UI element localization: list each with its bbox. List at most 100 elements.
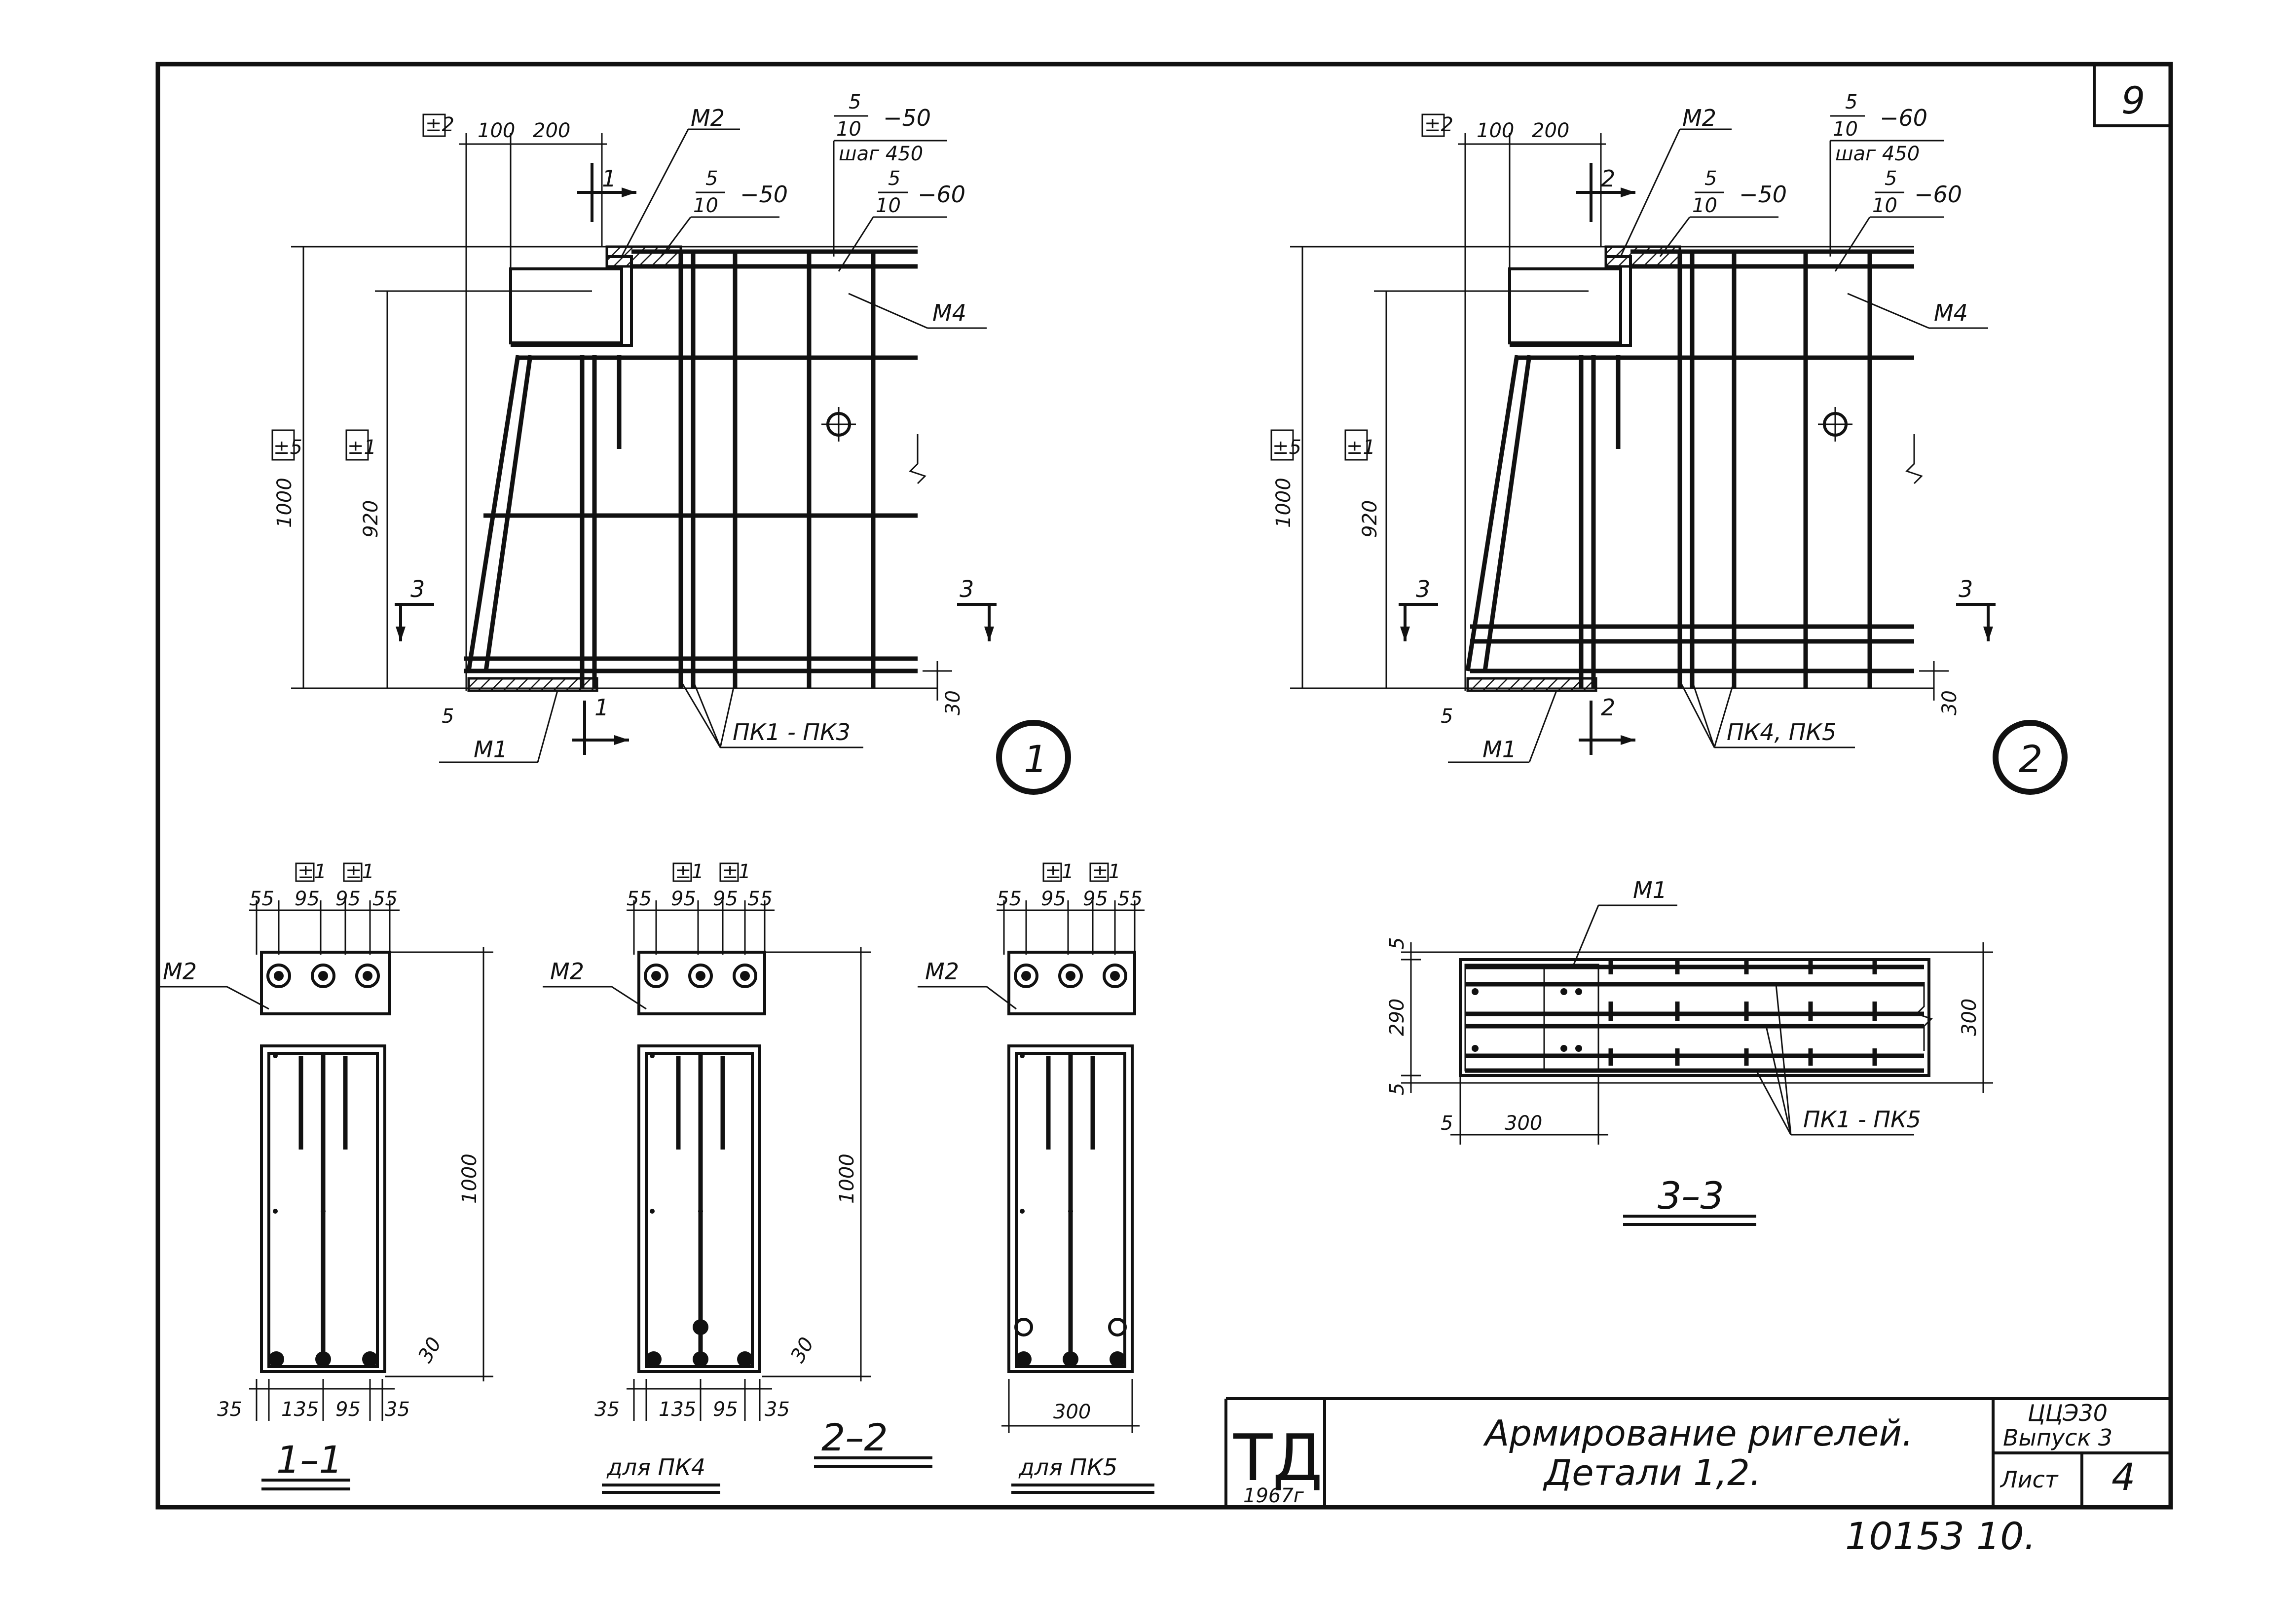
detail2-section-b-left: 3 (1416, 576, 1430, 602)
sec11-top-dim-1: 55 (249, 888, 274, 910)
detail1-label-m1: M1 (474, 736, 508, 763)
detail1-frames-label: ПК1 - ПК3 (733, 719, 851, 745)
sec33-frames-label: ПК1 - ПК5 (1803, 1106, 1921, 1133)
detail2-weld3-step: шаг 450 (1835, 143, 1920, 165)
detail1-mark-top: ±2 (425, 113, 454, 136)
detail1-weld1-num: 5 (705, 167, 718, 190)
sec33-dim-5a: 5 (1386, 937, 1408, 950)
sec22a-top-dim-4: 55 (747, 888, 773, 910)
titleblock-year: 1967г (1243, 1485, 1304, 1507)
sec33-dim-5b: 5 (1386, 1083, 1408, 1095)
detail2-label-m4: M4 (1934, 299, 1968, 326)
detail1-weld2-len: −60 (918, 181, 965, 208)
sec22a-dim-30: 30 (786, 1334, 818, 1367)
sec33-dim-290: 290 (1386, 999, 1408, 1036)
detail1-dim-100: 100 (478, 119, 515, 142)
sec22b-mark-a: ±1 (1045, 860, 1074, 883)
sec22a-bottom-dim-1: 35 (594, 1398, 620, 1421)
detail2-mark-top: ±2 (1424, 113, 1453, 136)
sec11-dim-30: 30 (414, 1334, 446, 1367)
titleblock-series: ЦЦЭ30 (2028, 1400, 2108, 1426)
section-2-2-pk5: ±1 ±1 55 95 95 55 M2 (918, 860, 1154, 1494)
detail2-dim-200: 200 (1532, 119, 1569, 142)
detail1-label-m2: M2 (691, 105, 725, 131)
sec11-top-dim-2: 95 (295, 888, 320, 910)
detail2-dim-920: 920 (1359, 500, 1381, 538)
detail2-label-m2: M2 (1682, 105, 1716, 131)
detail1-label-m4: M4 (932, 299, 966, 326)
detail1-dim-200: 200 (533, 119, 570, 142)
detail1-dim-920: 920 (360, 500, 382, 538)
sec22b-caption: для ПК5 (1018, 1454, 1117, 1481)
detail2-dim-30: 30 (1938, 690, 1961, 715)
sec22a-top-dim-1: 55 (627, 888, 652, 910)
detail1-section-b-left: 3 (410, 576, 425, 602)
detail2-dim-5: 5 (1441, 705, 1453, 728)
sec11-height: 1000 (458, 1153, 481, 1204)
sec22a-bottom-dim-4: 35 (765, 1398, 790, 1421)
sec11-top-dim-4: 55 (372, 888, 398, 910)
titleblock-sheet-label: Лист (2000, 1466, 2059, 1493)
detail1-weld1-len: −50 (740, 181, 788, 208)
titleblock-issue: Выпуск 3 (2003, 1424, 2112, 1451)
detail2-section-b-right: 3 (1959, 576, 1973, 602)
sec22b-width: 300 (1053, 1401, 1091, 1423)
detail-1: ±2 100 200 M2 1 5 10 −50 5 10 −50 шаг 45… (271, 91, 1071, 795)
sec22a-mark-b: ±1 (722, 860, 751, 883)
sec22b-top-dim-2: 95 (1041, 888, 1066, 910)
detail1-weld3-den: 10 (836, 118, 861, 141)
title-block: ТД 1967г Армирование ригелей. Детали 1,2… (1224, 1397, 2171, 1507)
detail1-dim-1000: 1000 (273, 478, 296, 528)
sec22a-top-dim-2: 95 (671, 888, 696, 910)
sec22b-mark-b: ±1 (1092, 860, 1121, 883)
section-2-2-caption: 2–2 (814, 1415, 932, 1468)
footer-number: 10153 10. (1845, 1514, 2036, 1558)
detail2-weld1-den: 10 (1692, 194, 1717, 217)
detail1-mark-height: ±5 (273, 436, 302, 459)
sec11-bottom-dim-2: 135 (281, 1398, 319, 1421)
section-1-1: ±1 ±1 55 95 95 55 M2 1000 (158, 860, 493, 1490)
sec11-top-dim-3: 95 (335, 888, 361, 910)
detail2-section-a-bottom: 2 (1601, 694, 1615, 721)
sec11-bottom-dim-3: 95 (335, 1398, 361, 1421)
sec33-caption: 3–3 (1658, 1174, 1724, 1218)
sec11-bottom-dim-4: 35 (385, 1398, 410, 1421)
sec22a-mark-a: ±1 (675, 860, 704, 883)
titleblock-title-line1: Армирование ригелей. (1483, 1412, 1913, 1454)
sec22a-bottom-dim-3: 95 (713, 1398, 738, 1421)
detail2-number: 2 (2019, 737, 2042, 781)
detail2-mark-inner: ±1 (1346, 436, 1375, 459)
titleblock-sheet-number: 4 (2111, 1455, 2135, 1499)
sec22b-top-dim-1: 55 (997, 888, 1022, 910)
detail1-weld3-len: −50 (883, 105, 931, 131)
sec11-mark-a: ±1 (297, 860, 327, 883)
sec22-caption: 2–2 (821, 1415, 888, 1459)
sec33-dim-300r: 300 (1958, 999, 1981, 1036)
detail1-dim-30: 30 (942, 690, 964, 715)
detail1-weld2-num: 5 (888, 167, 900, 190)
detail2-weld1-num: 5 (1704, 167, 1717, 190)
corner-number: 9 (2121, 78, 2145, 122)
section-2-2-pk4: ±1 ±1 55 95 95 55 M2 100 (543, 860, 871, 1494)
sec33-label-m1: M1 (1633, 877, 1667, 903)
detail2-weld2-num: 5 (1885, 167, 1897, 190)
sec22a-bottom-dim-2: 135 (659, 1398, 696, 1421)
sec11-label-m2: M2 (163, 958, 197, 985)
detail2-weld1-len: −50 (1739, 181, 1787, 208)
sec22b-top-dim-3: 95 (1083, 888, 1108, 910)
detail1-number: 1 (1024, 737, 1047, 781)
sec22a-caption: для ПК4 (606, 1454, 705, 1481)
sec22b-top-dim-4: 55 (1117, 888, 1143, 910)
detail2-number-circle (1993, 720, 2068, 795)
sheet-border (155, 62, 2173, 1510)
detail1-weld2-den: 10 (876, 194, 901, 217)
detail2-section-a-top: 2 (1601, 165, 1615, 192)
sec22a-height: 1000 (836, 1153, 858, 1204)
sec22a-label-m2: M2 (550, 958, 584, 985)
detail1-weld3-num: 5 (849, 91, 861, 113)
detail1-weld1-den: 10 (693, 194, 718, 217)
titleblock-logo: ТД (1233, 1420, 1323, 1495)
detail1-number-circle (996, 720, 1071, 795)
detail1-weld3-step: шаг 450 (839, 143, 923, 165)
